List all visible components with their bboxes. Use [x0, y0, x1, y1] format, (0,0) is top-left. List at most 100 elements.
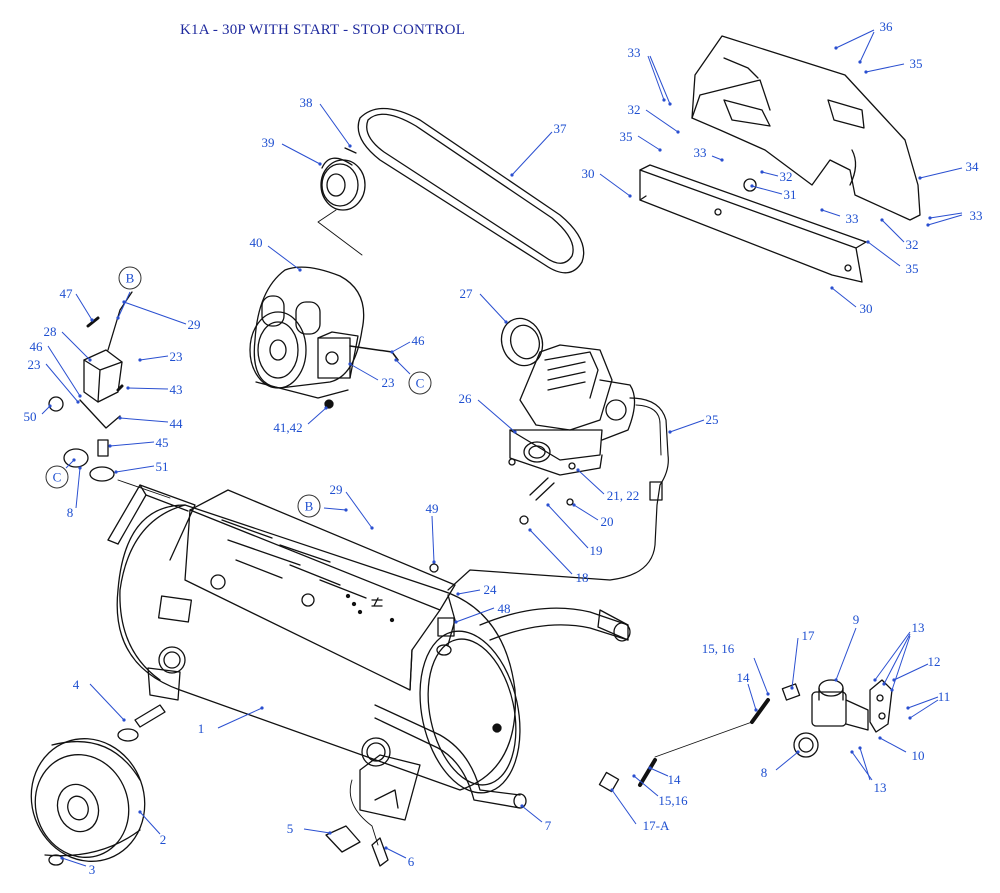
drain-valve-5 — [325, 825, 361, 853]
leader-tip — [858, 60, 862, 64]
callout-number: 14 — [668, 772, 682, 787]
leader-tip — [906, 706, 910, 710]
leader-line — [791, 637, 799, 689]
rubber-foot — [147, 667, 421, 821]
leader-line — [747, 683, 757, 711]
leader-tip — [760, 170, 764, 174]
leader-line — [867, 241, 901, 267]
callout-number: 44 — [170, 416, 184, 431]
leader-line — [927, 214, 963, 226]
leader-line — [865, 63, 905, 73]
callout-number: 33 — [970, 208, 983, 223]
leader-tip — [610, 788, 614, 792]
push-handle-bar — [479, 607, 631, 642]
leader-tip — [658, 148, 662, 152]
callout-number: 41,42 — [273, 420, 302, 435]
leader-tip — [60, 856, 64, 860]
callout-number: 39 — [262, 135, 275, 150]
check-valve-24 — [447, 594, 456, 646]
callout-number: 15,16 — [658, 793, 688, 808]
callout-number: 17 — [802, 628, 816, 643]
leader-line — [457, 589, 481, 595]
leader-line — [831, 287, 857, 308]
leader-tip — [648, 766, 652, 770]
callout-number: 35 — [620, 129, 633, 144]
leader-line — [139, 811, 161, 835]
leader-line — [573, 504, 599, 521]
leader-tip — [114, 470, 118, 474]
callout-number: 47 — [60, 286, 74, 301]
callout-number: 23 — [28, 357, 41, 372]
pulley-key — [344, 147, 357, 154]
callout-number: 46 — [30, 339, 44, 354]
leader-line — [345, 491, 373, 529]
callout-number: 26 — [459, 391, 473, 406]
leader-tip — [796, 750, 800, 754]
callout-number: 7 — [545, 818, 552, 833]
callout-number: 33 — [846, 211, 859, 226]
leader-line — [761, 171, 779, 177]
safety-valve-50 — [48, 396, 64, 412]
leader-line — [649, 767, 669, 777]
support-leg-bar — [374, 704, 527, 809]
leader-tip — [348, 144, 352, 148]
leader-tip — [918, 176, 922, 180]
connector-circle — [408, 371, 432, 395]
leader-tip — [662, 98, 666, 102]
regulator-bracket — [869, 679, 893, 733]
callout-number: 28 — [44, 324, 57, 339]
leader-line — [919, 167, 963, 179]
leader-tip — [138, 810, 142, 814]
leader-line — [909, 699, 939, 719]
leader-tip — [628, 194, 632, 198]
callout-number: 37 — [554, 121, 568, 136]
leader-line — [431, 515, 435, 563]
tank-end-handle — [107, 484, 196, 561]
leader-line — [599, 173, 631, 197]
leader-line — [859, 31, 875, 63]
belt-guard-bracket — [639, 164, 867, 283]
callout-number: 13 — [874, 780, 887, 795]
leader-tip — [878, 736, 882, 740]
leader-line — [267, 245, 301, 271]
leader-line — [511, 131, 553, 176]
leader-tip — [546, 503, 550, 507]
plug-49 — [429, 563, 439, 573]
leader-line — [835, 29, 875, 49]
manifold-cross — [79, 399, 121, 429]
nipple-14a — [750, 698, 770, 724]
drain-cock-6 — [371, 837, 389, 867]
connector-circle — [118, 266, 142, 290]
leader-tip — [348, 362, 352, 366]
callout-number: 23 — [170, 349, 183, 364]
leader-line — [89, 683, 125, 721]
leader-tip — [866, 240, 870, 244]
callout-number: 51 — [156, 459, 169, 474]
leader-tip — [72, 458, 76, 462]
pressure-switch — [83, 349, 123, 403]
leader-tip — [908, 716, 912, 720]
leader-tip — [394, 358, 398, 362]
leader-line — [647, 55, 665, 101]
leader-tip — [926, 223, 930, 227]
leader-tip — [528, 528, 532, 532]
leader-line — [47, 345, 81, 397]
leader-tip — [850, 750, 854, 754]
leader-line — [637, 135, 661, 151]
leader-line — [645, 109, 679, 133]
compressor-pump — [500, 317, 636, 476]
leader-line — [115, 465, 155, 473]
leader-line — [109, 441, 155, 447]
leader-tip — [520, 804, 524, 808]
pilot-valve-43 — [116, 384, 124, 392]
leader-line — [127, 387, 169, 390]
callout-number: 23 — [382, 375, 395, 390]
callout-number: 25 — [706, 412, 719, 427]
leader-tip — [504, 320, 508, 324]
connector-letter: B — [126, 271, 135, 286]
callout-number: 8 — [761, 765, 768, 780]
leader-tip — [834, 46, 838, 50]
leader-line — [41, 405, 51, 415]
leader-line — [391, 341, 411, 353]
leader-line — [883, 633, 911, 685]
